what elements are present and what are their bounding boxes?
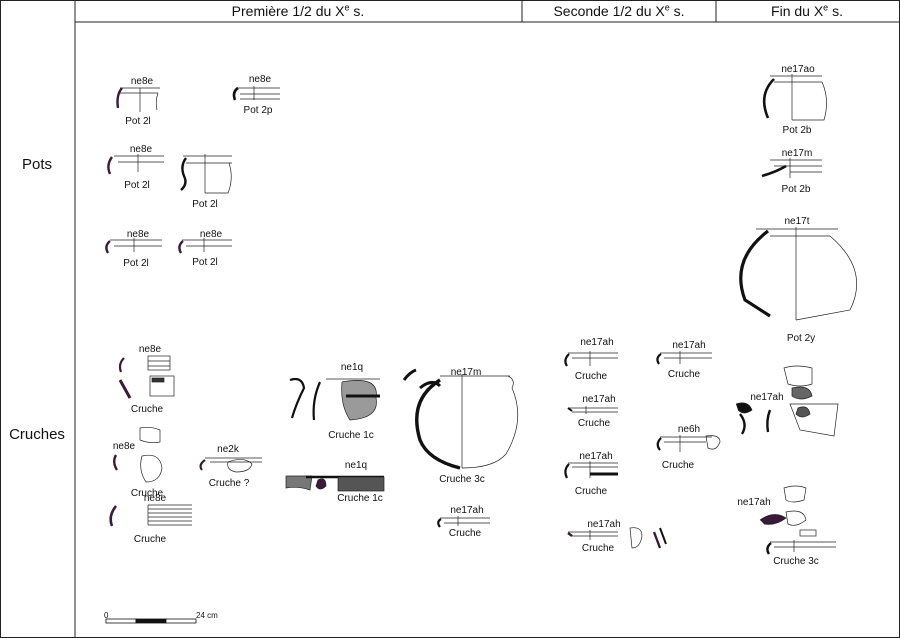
pot-profile-5 — [105, 238, 162, 254]
site-label: ne17ah — [587, 519, 621, 530]
type-label: Cruche — [448, 528, 482, 539]
site-label: ne17ah — [672, 340, 706, 351]
site-label: ne17ao — [781, 64, 815, 75]
site-label: ne17ah — [750, 392, 784, 403]
type-label: Cruche — [661, 460, 695, 471]
site-label: ne8e — [138, 344, 162, 355]
type-label: Pot 2b — [782, 125, 812, 136]
site-label: ne17m — [450, 367, 482, 378]
type-label: Pot 2p — [243, 105, 273, 116]
jug-profile-13 — [564, 461, 618, 479]
row-header-pots: Pots — [21, 156, 53, 173]
jug-profile-12 — [656, 435, 721, 452]
row-header-cruches: Cruches — [9, 426, 65, 443]
type-label: Cruche — [130, 488, 164, 499]
site-label: ne1q — [344, 460, 368, 471]
column-header-2: Seconde 1/2 du Xe s. — [553, 2, 685, 19]
site-label: ne8e — [112, 441, 136, 452]
type-label: Pot 2l — [192, 257, 218, 268]
site-label: ne17ah — [582, 394, 616, 405]
jug-profile-11 — [567, 406, 618, 414]
type-label: Pot 2l — [125, 116, 151, 127]
type-label: Cruche 3c — [773, 556, 819, 567]
site-label: ne8e — [129, 144, 153, 155]
pot-profile-6 — [178, 238, 232, 254]
type-label: Cruche — [574, 486, 608, 497]
site-label: ne8e — [126, 229, 150, 240]
site-label: ne8e — [130, 76, 154, 87]
jug-profile-14 — [567, 527, 667, 549]
type-label: Cruche — [577, 418, 611, 429]
type-label: Pot 2y — [786, 333, 816, 344]
pot-profile-4 — [180, 154, 232, 194]
pot-profile-3 — [107, 154, 164, 175]
jug-profile-9 — [564, 351, 618, 367]
type-label: Cruche 1c — [337, 493, 383, 504]
type-label: Cruche 3c — [439, 474, 485, 485]
jug-profile-3 — [199, 457, 262, 473]
site-label: ne17ah — [579, 451, 613, 462]
column-header-1: Première 1/2 du Xe s. — [231, 2, 365, 19]
type-label: Pot 2l — [124, 180, 150, 191]
jug-profile-8 — [437, 516, 490, 528]
jug-profile-2 — [113, 426, 163, 483]
site-label: ne17ah — [450, 505, 484, 516]
type-label: Cruche — [130, 404, 164, 415]
type-label: Pot 2l — [123, 258, 149, 269]
site-label: ne1q — [340, 362, 364, 373]
jug-profile-7 — [402, 368, 519, 470]
pot-profile-7 — [762, 74, 827, 121]
jug-profile-6 — [285, 475, 385, 492]
type-label: Pot 2l — [192, 199, 218, 210]
type-label: Cruche — [133, 534, 167, 545]
pot-profile-8 — [761, 158, 822, 178]
column-header-3: Fin du Xe s. — [771, 2, 843, 19]
site-label: ne2k — [217, 444, 239, 455]
pot-profile-1 — [116, 87, 160, 112]
scale-bar — [105, 618, 197, 624]
pot-profile-9 — [739, 227, 857, 321]
site-label: ne6h — [677, 424, 701, 435]
site-label: ne17ah — [737, 497, 771, 508]
site-label: ne8e — [143, 493, 167, 504]
type-label: Cruche ? — [208, 478, 250, 489]
jug-profile-10 — [656, 351, 712, 365]
type-label: Cruche — [667, 369, 701, 380]
site-label: ne17ah — [580, 337, 614, 348]
jug-profile-5 — [289, 377, 380, 421]
scale-start-label: 0 — [104, 611, 109, 620]
scale-end-label: 24 cm — [196, 611, 218, 620]
type-label: Cruche 1c — [328, 430, 374, 441]
pot-profile-2 — [232, 86, 280, 101]
jug-profile-4 — [109, 504, 192, 527]
type-label: Cruche — [581, 543, 615, 554]
site-label: ne8e — [248, 74, 272, 85]
site-label: ne8e — [199, 229, 223, 240]
site-label: ne17m — [781, 148, 813, 159]
jug-profile-16 — [759, 485, 836, 555]
jug-profile-15 — [735, 365, 839, 437]
type-label: Pot 2b — [781, 184, 811, 195]
type-label: Cruche — [574, 371, 608, 382]
jug-profile-1 — [118, 355, 175, 399]
site-label: ne17t — [784, 216, 810, 227]
